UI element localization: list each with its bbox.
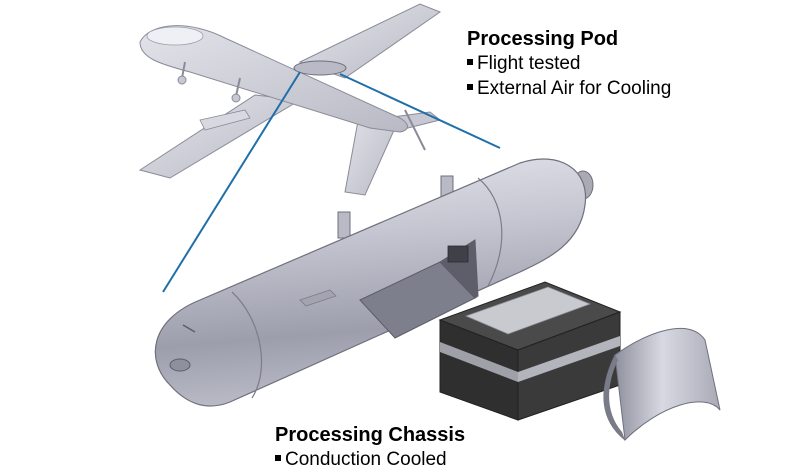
leader-line-left: [162, 71, 301, 293]
bullet-square-icon: [275, 455, 281, 461]
pod-caption-bullet: External Air for Cooling: [467, 76, 671, 101]
shell-panel-drawing: [603, 327, 721, 442]
leader-lines: [162, 71, 501, 293]
chassis-caption-bullet: Conduction Cooled: [275, 447, 465, 472]
leader-line-right: [339, 73, 501, 149]
chassis-box-drawing: [438, 281, 622, 421]
bullet-square-icon: [467, 84, 473, 90]
chassis-caption: Processing Chassis Conduction Cooled: [275, 423, 465, 472]
pod-caption: Processing Pod Flight tested External Ai…: [467, 27, 671, 101]
pod-caption-bullet: Flight tested: [467, 51, 671, 76]
chassis-caption-title: Processing Chassis: [275, 424, 466, 446]
pod-drawing: [154, 158, 594, 407]
bullet-square-icon: [467, 59, 473, 65]
uav-drawing: [138, 3, 442, 196]
pod-caption-title: Processing Pod: [467, 28, 619, 50]
